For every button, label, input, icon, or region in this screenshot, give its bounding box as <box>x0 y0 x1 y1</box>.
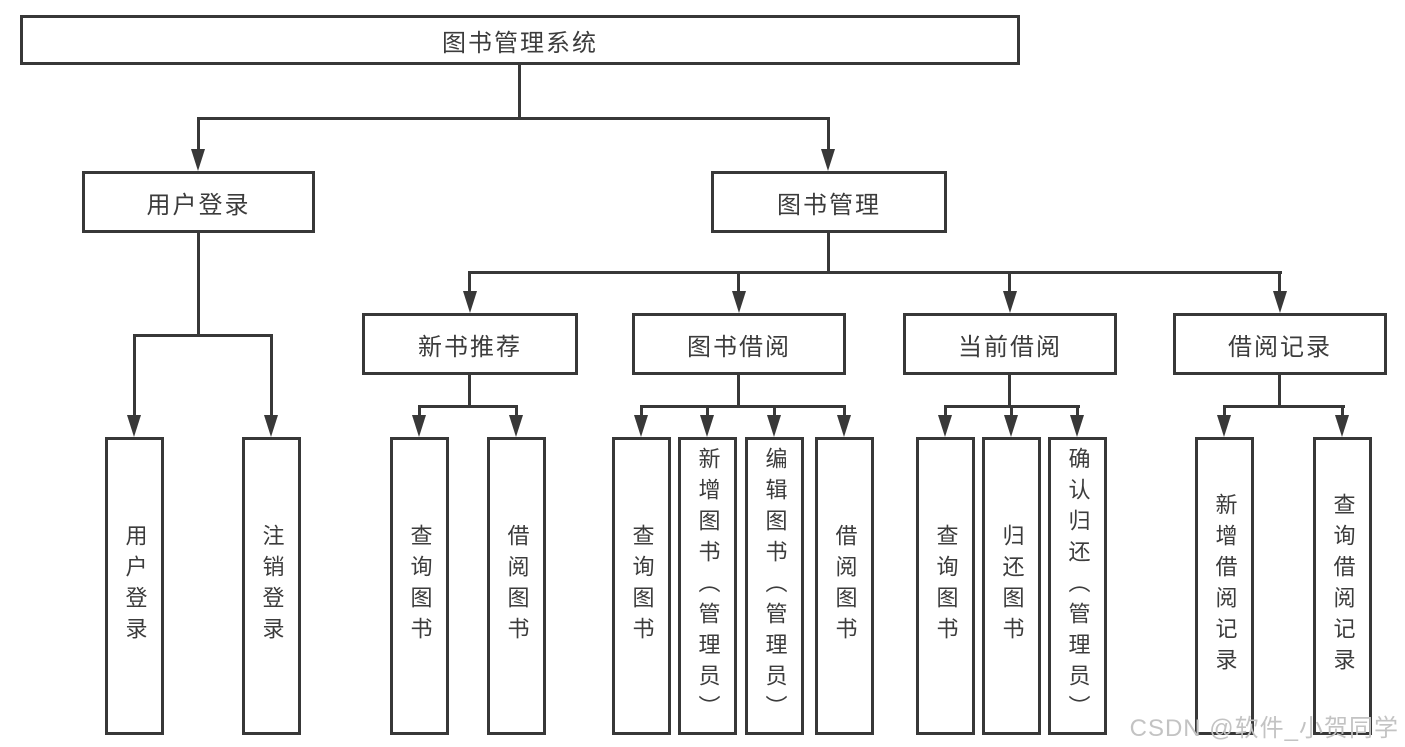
node-current-borrowing: 当前借阅 <box>903 313 1117 375</box>
arrowhead-icon <box>634 415 648 437</box>
connector-vline <box>197 117 200 153</box>
node-leaf-query-borrow-record: 查询借阅记录 <box>1313 437 1372 735</box>
node-book-borrowing: 图书借阅 <box>632 313 846 375</box>
arrowhead-icon <box>1070 415 1084 437</box>
node-current-borrowing-label: 当前借阅 <box>958 333 1062 361</box>
csdn-watermark: CSDN @软件_小贺同学 <box>1129 715 1399 742</box>
node-root: 图书管理系统 <box>20 15 1020 65</box>
arrowhead-icon <box>821 149 835 171</box>
connector-vline <box>737 271 740 295</box>
connector-hline <box>640 405 846 408</box>
arrowhead-icon <box>1004 415 1018 437</box>
node-leaf-return-books-label: 归还图书 <box>999 524 1025 648</box>
connector-hline <box>1223 405 1345 408</box>
node-leaf-query-borrow-record-label: 查询借阅记录 <box>1330 493 1356 679</box>
node-leaf-query-books-1: 查询图书 <box>390 437 449 735</box>
node-book-management-label: 图书管理 <box>777 191 881 219</box>
node-leaf-borrow-books-2-label: 借阅图书 <box>832 524 858 648</box>
arrowhead-icon <box>264 415 278 437</box>
connector-vline <box>197 233 200 336</box>
node-leaf-borrow-books-1: 借阅图书 <box>487 437 546 735</box>
arrowhead-icon <box>191 149 205 171</box>
arrowhead-icon <box>463 291 477 313</box>
connector-vline <box>773 405 776 419</box>
connector-vline <box>640 405 643 419</box>
connector-vline <box>827 117 830 153</box>
connector-vline <box>843 405 846 419</box>
node-leaf-add-books-admin: 新增图书（管理员） <box>678 437 737 735</box>
connector-vline <box>468 375 471 408</box>
node-leaf-add-books-admin-label: 新增图书（管理员） <box>695 446 721 726</box>
arrowhead-icon <box>509 415 523 437</box>
node-leaf-user-login-label: 用户登录 <box>122 524 148 648</box>
connector-hline <box>133 334 273 337</box>
node-leaf-logout: 注销登录 <box>242 437 301 735</box>
arrowhead-icon <box>1335 415 1349 437</box>
arrowhead-icon <box>1003 291 1017 313</box>
arrowhead-icon <box>412 415 426 437</box>
node-leaf-query-books-3: 查询图书 <box>916 437 975 735</box>
node-leaf-add-borrow-record-label: 新增借阅记录 <box>1212 493 1238 679</box>
node-leaf-query-books-1-label: 查询图书 <box>407 524 433 648</box>
arrowhead-icon <box>700 415 714 437</box>
connector-vline <box>1278 375 1281 408</box>
connector-hline <box>197 117 830 120</box>
connector-vline <box>1341 405 1344 419</box>
connector-vline <box>706 405 709 419</box>
node-leaf-user-login: 用户登录 <box>105 437 164 735</box>
node-leaf-confirm-return-admin-label: 确认归还（管理员） <box>1065 446 1091 726</box>
node-new-book-recommend: 新书推荐 <box>362 313 578 375</box>
node-book-management: 图书管理 <box>711 171 947 233</box>
connector-vline <box>133 334 136 419</box>
connector-vline <box>1076 405 1079 419</box>
node-leaf-logout-label: 注销登录 <box>259 524 285 648</box>
node-leaf-edit-books-admin: 编辑图书（管理员） <box>745 437 804 735</box>
connector-vline <box>418 405 421 419</box>
arrowhead-icon <box>1273 291 1287 313</box>
connector-vline <box>1008 375 1011 408</box>
node-new-book-recommend-label: 新书推荐 <box>418 333 522 361</box>
node-leaf-borrow-books-2: 借阅图书 <box>815 437 874 735</box>
connector-vline <box>515 405 518 419</box>
node-leaf-confirm-return-admin: 确认归还（管理员） <box>1048 437 1107 735</box>
node-leaf-query-books-3-label: 查询图书 <box>933 524 959 648</box>
node-leaf-return-books: 归还图书 <box>982 437 1041 735</box>
connector-vline <box>1008 271 1011 295</box>
node-user-login: 用户登录 <box>82 171 315 233</box>
connector-vline <box>737 375 740 408</box>
node-borrowing-records: 借阅记录 <box>1173 313 1387 375</box>
arrowhead-icon <box>127 415 141 437</box>
arrowhead-icon <box>767 415 781 437</box>
node-leaf-query-books-2: 查询图书 <box>612 437 671 735</box>
connector-hline <box>468 271 1282 274</box>
arrowhead-icon <box>732 291 746 313</box>
node-root-label: 图书管理系统 <box>442 29 598 57</box>
connector-vline <box>468 271 471 295</box>
connector-vline <box>1010 405 1013 419</box>
arrowhead-icon <box>1217 415 1231 437</box>
arrowhead-icon <box>837 415 851 437</box>
connector-vline <box>944 405 947 419</box>
node-leaf-query-books-2-label: 查询图书 <box>629 524 655 648</box>
node-leaf-add-borrow-record: 新增借阅记录 <box>1195 437 1254 735</box>
connector-vline <box>518 65 521 120</box>
node-book-borrowing-label: 图书借阅 <box>687 333 791 361</box>
node-leaf-borrow-books-1-label: 借阅图书 <box>504 524 530 648</box>
node-borrowing-records-label: 借阅记录 <box>1228 333 1332 361</box>
node-user-login-label: 用户登录 <box>146 191 251 219</box>
connector-vline <box>1278 271 1281 295</box>
connector-vline <box>1223 405 1226 419</box>
connector-vline <box>827 233 830 274</box>
arrowhead-icon <box>938 415 952 437</box>
connector-vline <box>270 334 273 419</box>
connector-hline <box>418 405 518 408</box>
node-leaf-edit-books-admin-label: 编辑图书（管理员） <box>762 446 788 726</box>
